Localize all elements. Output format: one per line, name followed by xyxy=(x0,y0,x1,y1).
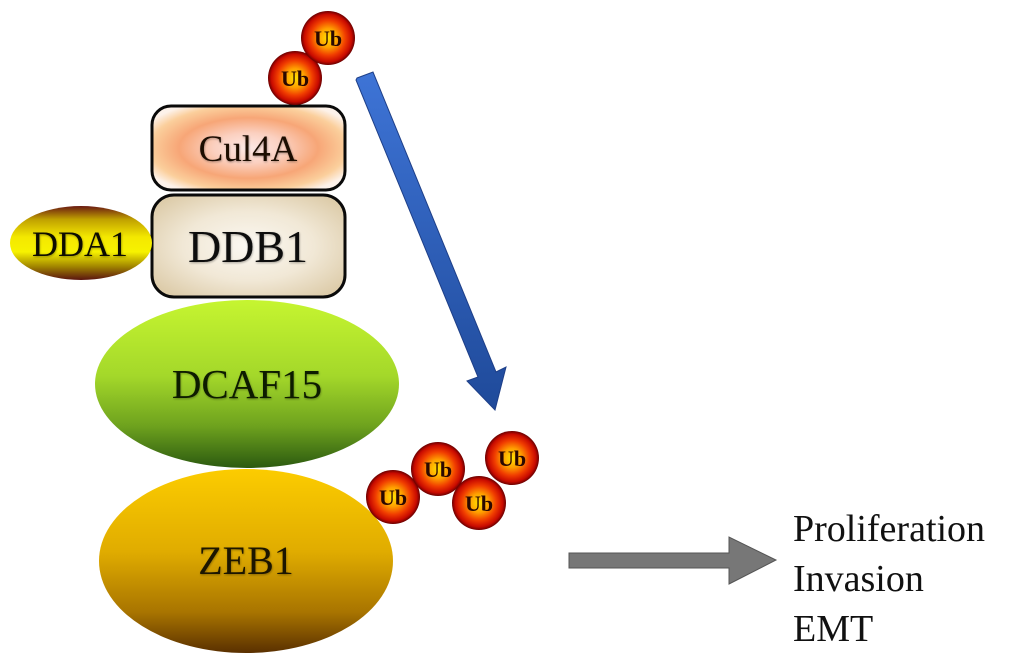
ddb1-protein: DDB1 xyxy=(150,193,347,299)
ubiquitin-chain-4: Ub xyxy=(485,431,539,485)
ubiquitin-chain-2: Ub xyxy=(411,442,465,496)
outcome-proliferation: Proliferation xyxy=(793,508,985,550)
zeb1-protein: ZEB1 xyxy=(99,469,393,653)
dcaf15-ellipse xyxy=(95,300,399,468)
ubiquitin-label: Ub xyxy=(281,66,309,91)
ubiquitin-top-2: Ub xyxy=(301,11,355,65)
outcome-arrow xyxy=(568,536,778,585)
outcome-arrow-shape xyxy=(568,536,778,585)
dda1-ellipse xyxy=(10,206,152,280)
ubiquitin-circle xyxy=(268,51,322,105)
dda1-protein: DDA1 xyxy=(10,206,152,280)
cul4a-label: Cul4A xyxy=(199,129,298,170)
ubiquitin-chain-group: Ub Ub Ub Ub xyxy=(366,431,539,530)
outcome-emt: EMT xyxy=(793,608,873,650)
ubiquitin-label: Ub xyxy=(498,446,526,471)
outcomes-list: Proliferation Invasion EMT xyxy=(793,508,985,650)
ubiquitin-label: Ub xyxy=(465,491,493,516)
ubiquitin-circle xyxy=(301,11,355,65)
cul4a-box xyxy=(150,104,347,192)
ubiquitin-circle xyxy=(366,470,420,524)
outcome-invasion: Invasion xyxy=(793,558,924,600)
ubiquitin-transfer-arrow xyxy=(355,71,507,411)
ubiquitin-label: Ub xyxy=(424,457,452,482)
ubiquitin-label: Ub xyxy=(314,26,342,51)
ddb1-box xyxy=(150,193,347,299)
ubiquitin-circle xyxy=(485,431,539,485)
zeb1-label: ZEB1 xyxy=(198,538,294,583)
zeb1-ellipse xyxy=(99,469,393,653)
ubiquitin-label: Ub xyxy=(379,485,407,510)
dda1-label: DDA1 xyxy=(32,224,128,264)
ubiquitin-top-group: Ub Ub xyxy=(268,11,355,105)
dcaf15-protein: DCAF15 xyxy=(95,300,399,468)
cul4a-protein: Cul4A xyxy=(150,104,347,192)
ddb1-label: DDB1 xyxy=(188,221,308,272)
dcaf15-label: DCAF15 xyxy=(172,361,322,407)
ubiquitin-chain-3: Ub xyxy=(452,476,506,530)
transfer-arrow-shape xyxy=(355,71,507,411)
ubiquitin-top-1: Ub xyxy=(268,51,322,105)
ubiquitin-circle xyxy=(452,476,506,530)
ubiquitin-circle xyxy=(411,442,465,496)
ubiquitin-chain-1: Ub xyxy=(366,470,420,524)
